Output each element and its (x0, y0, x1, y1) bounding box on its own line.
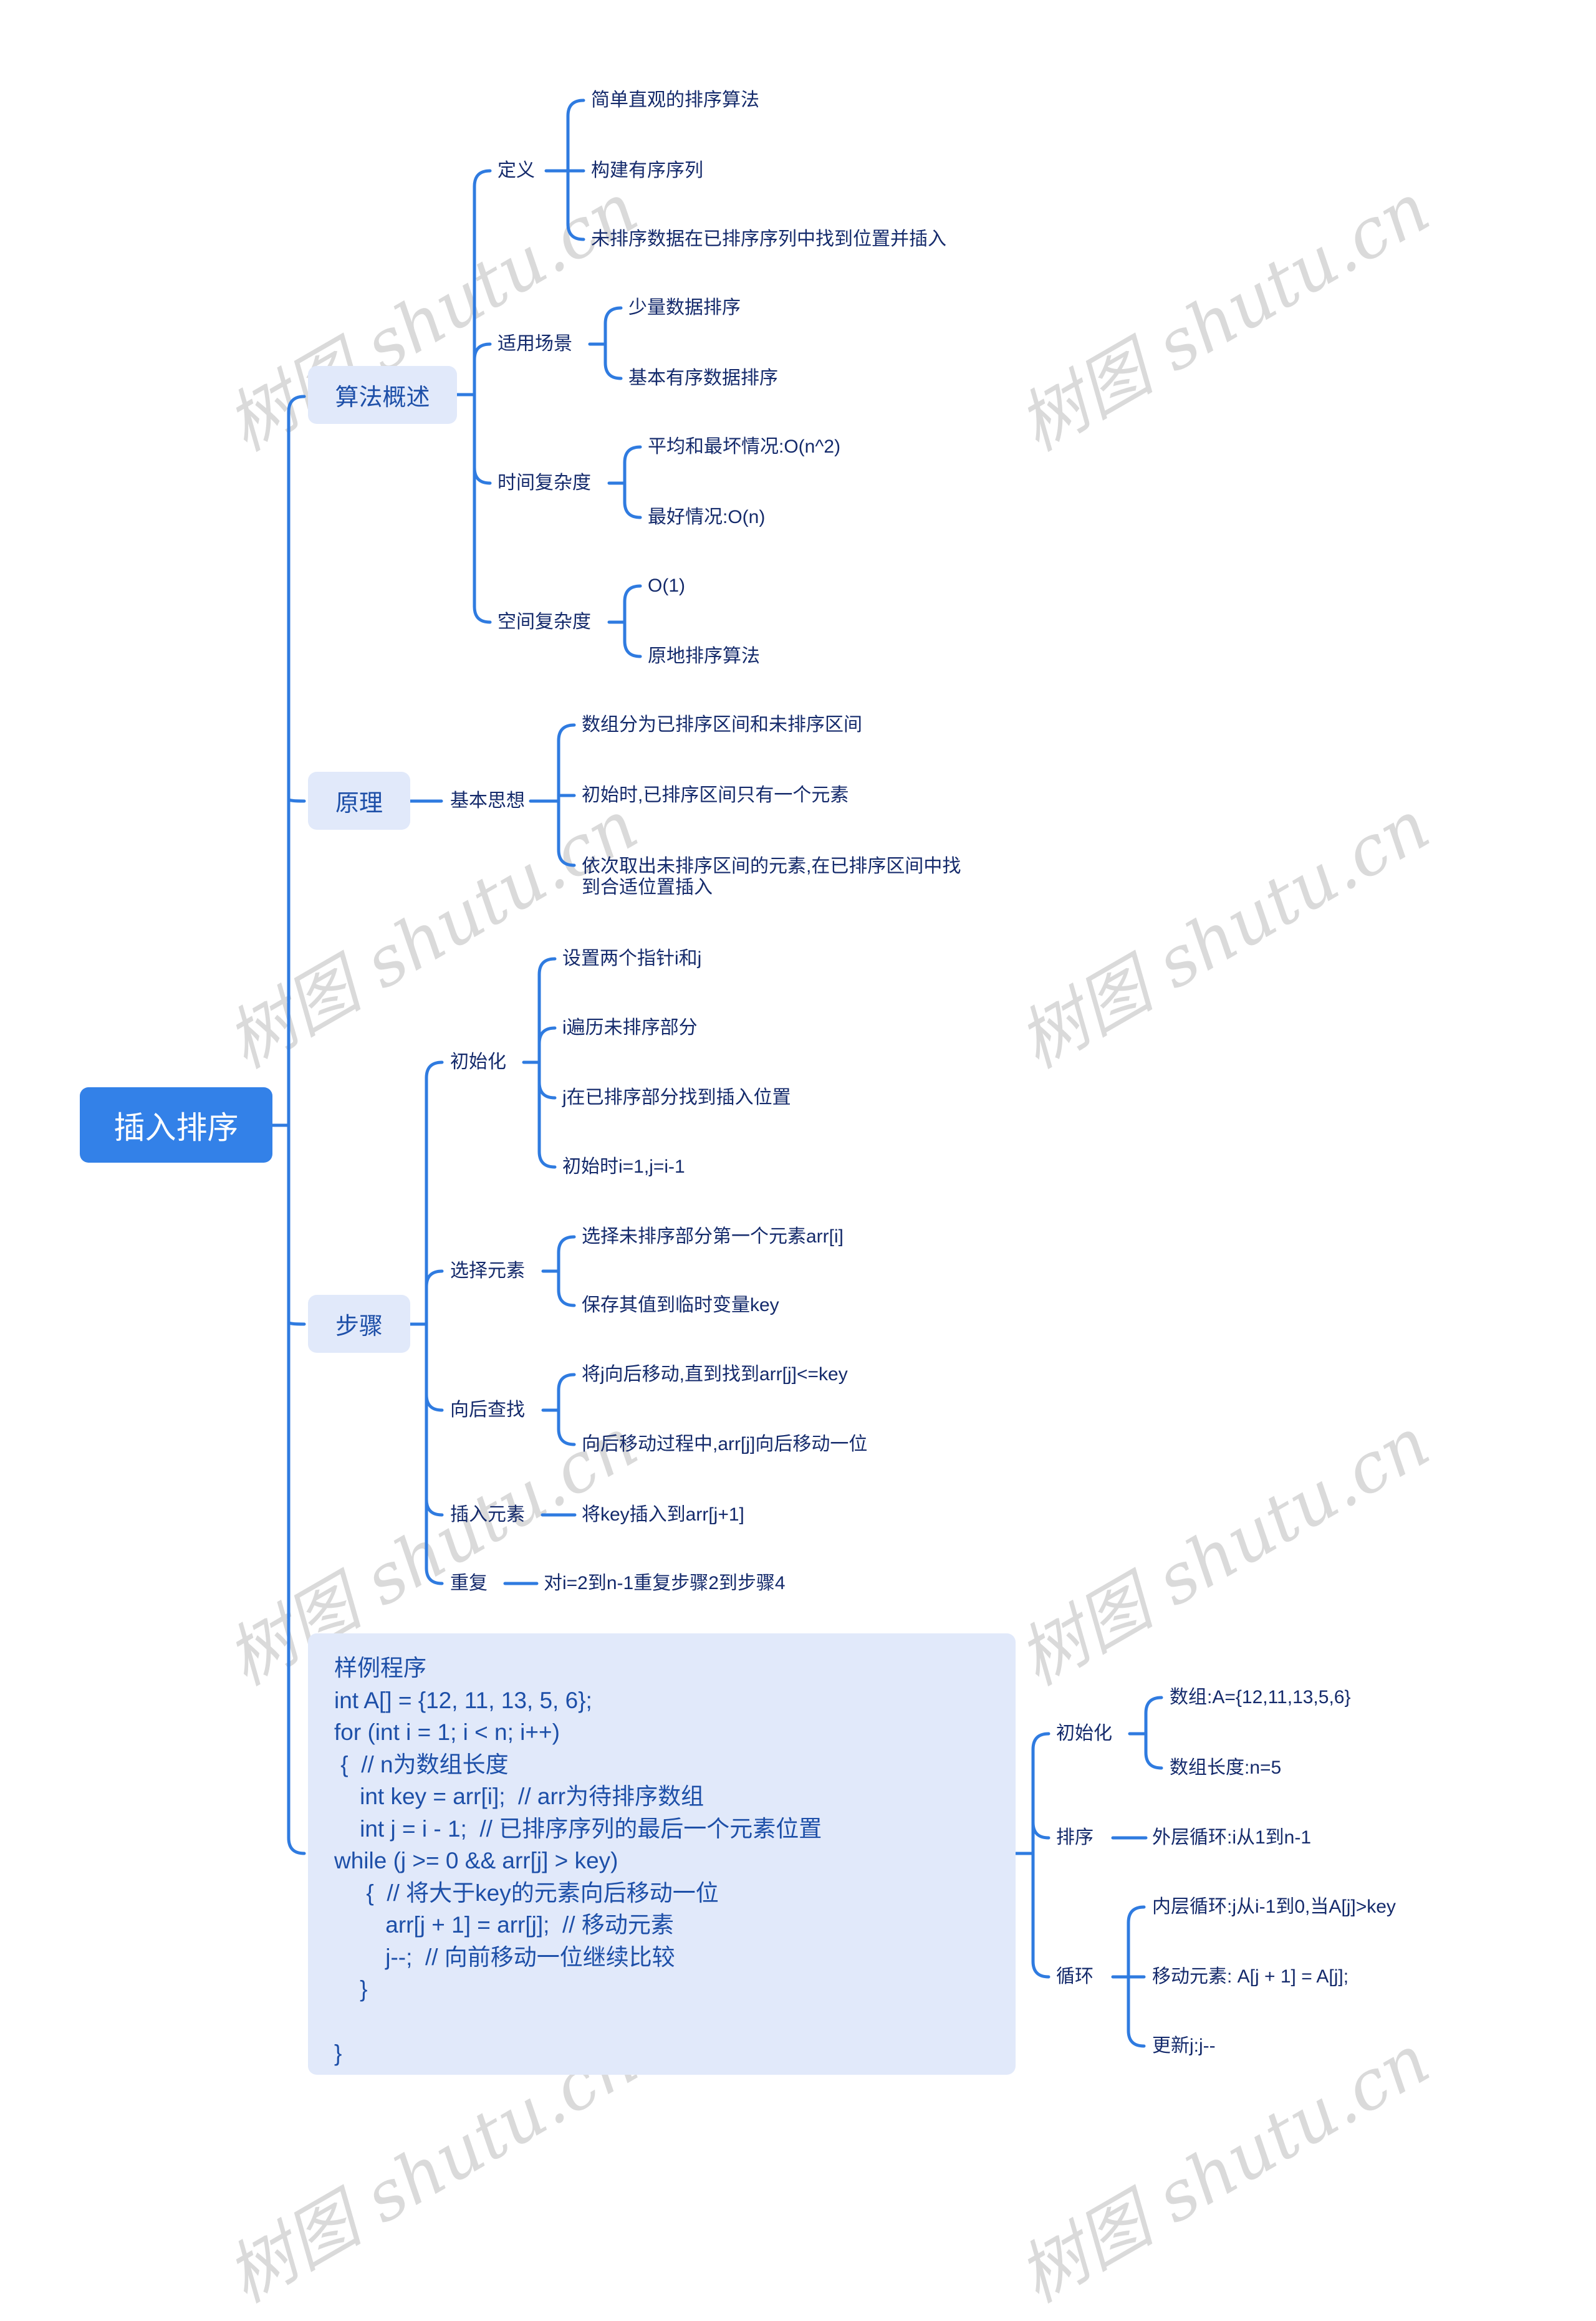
leaf[interactable]: 初始时,已排序区间只有一个元素 (582, 785, 849, 805)
leaf[interactable]: 移动元素: A[j + 1] = A[j]; (1152, 1966, 1349, 1987)
leaf[interactable]: j在已排序部分找到插入位置 (562, 1087, 791, 1108)
subtopic-basic-idea[interactable]: 基本思想 (450, 790, 525, 811)
subtopic-search[interactable]: 向后查找 (450, 1400, 525, 1420)
topic-label: 原理 (335, 790, 383, 817)
leaf[interactable]: 对i=2到n-1重复步骤2到步骤4 (544, 1573, 786, 1593)
leaf[interactable]: 未排序数据在已排序序列中找到位置并插入 (591, 229, 946, 249)
subtopic-insert[interactable]: 插入元素 (450, 1504, 525, 1525)
code-line: } (334, 2040, 342, 2066)
leaf[interactable]: 将key插入到arr[j+1] (582, 1504, 744, 1525)
topic-principle[interactable]: 原理 (308, 772, 410, 830)
leaf[interactable]: 数组分为已排序区间和未排序区间 (582, 714, 862, 735)
leaf[interactable]: 选择未排序部分第一个元素arr[i] (582, 1226, 844, 1247)
subtopic-select[interactable]: 选择元素 (450, 1261, 525, 1281)
subtopic-scenarios[interactable]: 适用场景 (498, 334, 572, 354)
topic-label: 算法概述 (335, 385, 430, 411)
code-line: } (334, 1976, 368, 2002)
code-line: int key = arr[i]; // arr为待排序数组 (334, 1784, 704, 1809)
topic-steps[interactable]: 步骤 (308, 1295, 410, 1353)
leaf[interactable]: 更新j:j-- (1152, 2035, 1216, 2056)
leaf[interactable]: 依次取出未排序区间的元素,在已排序区间中找到合适位置插入 (582, 856, 961, 898)
code-line (334, 2006, 1016, 2038)
code-line: 样例程序 (334, 1655, 426, 1681)
root-label: 插入排序 (113, 1110, 239, 1145)
leaf[interactable]: 最好情况:O(n) (648, 507, 766, 527)
example-code-topic[interactable]: 样例程序 int A[] = {12, 11, 13, 5, 6}; for (… (308, 1633, 1016, 2075)
leaf[interactable]: 原地排序算法 (648, 646, 760, 666)
connector-lines (271, 99, 1163, 2048)
leaf[interactable]: 数组长度:n=5 (1170, 1757, 1282, 1778)
code-line: j--; // 向前移动一位继续比较 (334, 1944, 675, 1970)
leaf[interactable]: 设置两个指针i和j (562, 948, 702, 969)
root-topic[interactable]: 插入排序 (80, 1087, 272, 1163)
subtopic-example-init[interactable]: 初始化 (1056, 1723, 1112, 1744)
leaf[interactable]: 基本有序数据排序 (628, 368, 778, 388)
leaf[interactable]: 向后移动过程中,arr[j]向后移动一位 (582, 1434, 868, 1454)
leaf[interactable]: 少量数据排序 (628, 297, 741, 318)
leaf[interactable]: 简单直观的排序算法 (591, 90, 759, 110)
code-line: int j = i - 1; // 已排序序列的最后一个元素位置 (334, 1815, 822, 1842)
leaf[interactable]: 构建有序序列 (591, 160, 703, 181)
subtopic-repeat[interactable]: 重复 (450, 1573, 488, 1593)
subtopic-example-loop[interactable]: 循环 (1056, 1966, 1094, 1987)
leaf[interactable]: 平均和最坏情况:O(n^2) (648, 436, 841, 457)
code-line: { // 将大于key的元素向后移动一位 (334, 1880, 719, 1906)
leaf[interactable]: 保存其值到临时变量key (582, 1295, 779, 1315)
leaf[interactable]: 初始时i=1,j=i-1 (562, 1156, 685, 1177)
leaf[interactable]: 将j向后移动,直到找到arr[j]<=key (582, 1364, 848, 1385)
subtopic-definition[interactable]: 定义 (498, 160, 535, 181)
leaf[interactable]: O(1) (648, 575, 685, 596)
leaf[interactable]: i遍历未排序部分 (562, 1017, 698, 1038)
topic-overview[interactable]: 算法概述 (308, 366, 457, 424)
code-line: while (j >= 0 && arr[j] > key) (334, 1848, 618, 1873)
leaf[interactable]: 外层循环:i从1到n-1 (1152, 1827, 1312, 1848)
leaf[interactable]: 内层循环:j从i-1到0,当A[j]>key (1152, 1896, 1396, 1917)
topic-label: 步骤 (335, 1314, 383, 1340)
code-line: arr[j + 1] = arr[j]; // 移动元素 (334, 1912, 674, 1938)
code-line: { // n为数组长度 (334, 1751, 509, 1777)
code-line: for (int i = 1; i < n; i++) (334, 1719, 560, 1745)
leaf[interactable]: 数组:A={12,11,13,5,6} (1170, 1687, 1351, 1708)
subtopic-time-complexity[interactable]: 时间复杂度 (498, 473, 591, 493)
subtopic-init[interactable]: 初始化 (450, 1052, 506, 1072)
code-line: int A[] = {12, 11, 13, 5, 6}; (334, 1687, 592, 1713)
subtopic-example-sort[interactable]: 排序 (1056, 1827, 1094, 1848)
subtopic-space-complexity[interactable]: 空间复杂度 (498, 612, 591, 632)
